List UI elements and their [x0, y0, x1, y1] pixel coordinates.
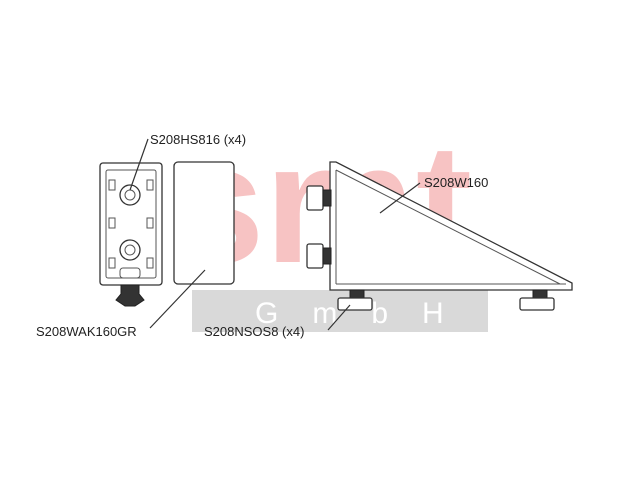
- label-angle: S208W160: [424, 175, 488, 190]
- side-nut-top: [306, 185, 324, 211]
- side-nut-bottom: [306, 243, 324, 269]
- watermark-band: [192, 290, 488, 332]
- angle-bracket: [306, 161, 573, 311]
- cover-cap: [173, 161, 235, 285]
- label-nut: S208NSOS8 (x4): [204, 324, 304, 339]
- bottom-nut-right: [519, 297, 555, 311]
- screw-head-top: [119, 184, 141, 206]
- leader-lines: [129, 138, 421, 331]
- label-screw: S208HS816 (x4): [150, 132, 246, 147]
- screw-head-bottom: [119, 239, 141, 261]
- label-cap: S208WAK160GR: [36, 324, 137, 339]
- mounting-block: [99, 162, 163, 307]
- bottom-nut-left: [337, 297, 373, 311]
- bottom-nut: [115, 284, 145, 307]
